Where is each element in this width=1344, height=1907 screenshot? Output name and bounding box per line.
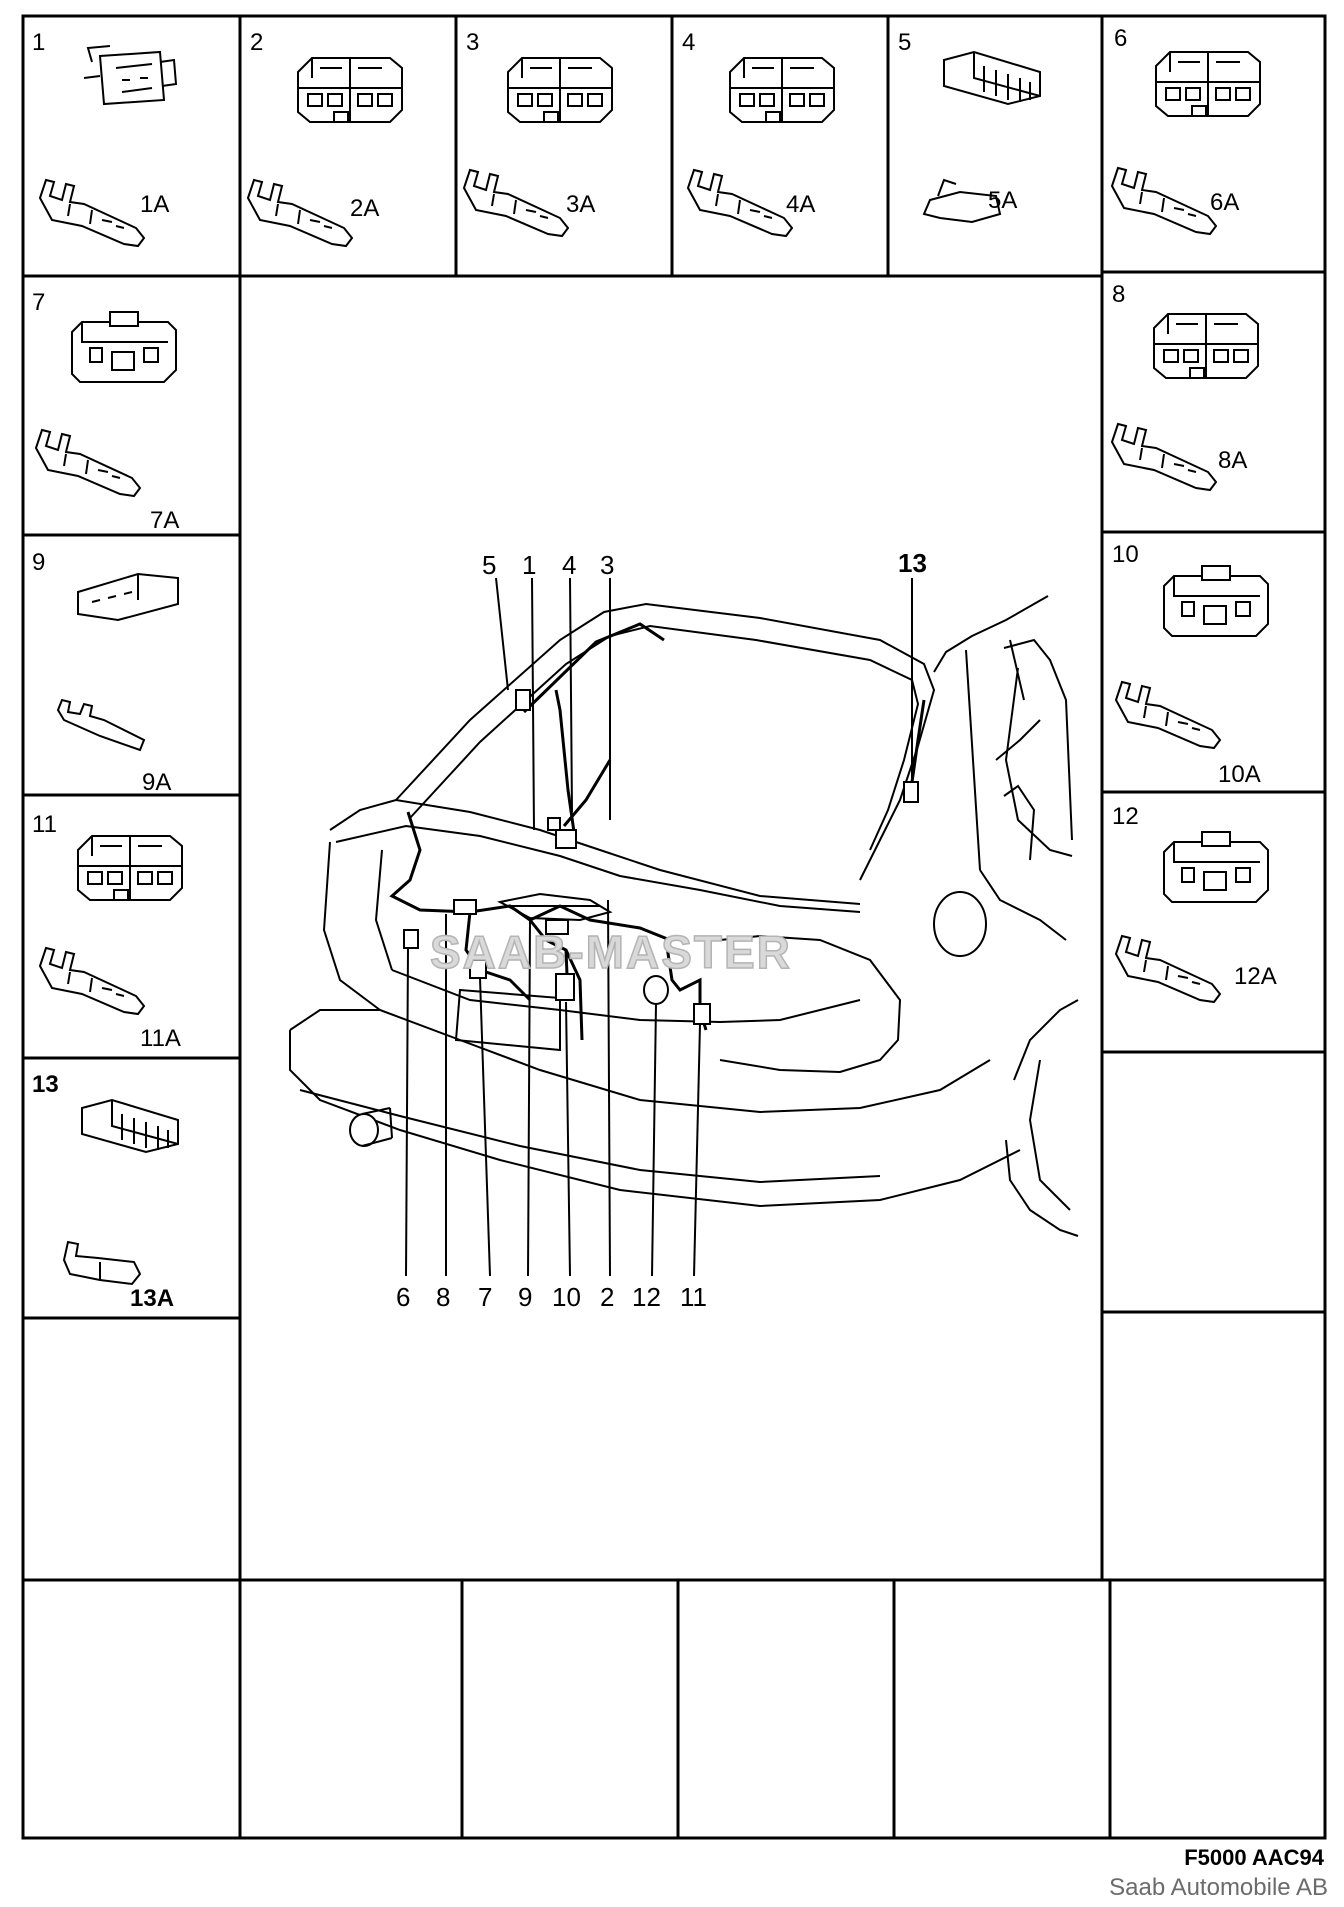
harness-connector-icon (903, 781, 919, 803)
part-panel-3: 3 3A (463, 29, 613, 237)
terminal-pin-icon (39, 947, 145, 1015)
panel-number: 10 (1112, 541, 1139, 568)
watermark: SAAB-MASTER (430, 926, 792, 978)
part-panel-10: 10 10A (1112, 541, 1269, 788)
terminal-label: 6A (1210, 189, 1239, 216)
callout-number: 9 (518, 1282, 532, 1312)
panel-number: 1 (32, 29, 45, 56)
terminal-pin-icon (687, 169, 793, 237)
panel-number: 12 (1112, 803, 1139, 830)
panel-number: 2 (250, 29, 263, 56)
callout-number: 12 (632, 1282, 661, 1312)
callout-labels-bottom: 6 8 7 9 10 2 12 11 (396, 1282, 707, 1312)
callout-number: 10 (552, 1282, 581, 1312)
connector-housing-icon (1153, 313, 1259, 379)
harness-connector-icon (469, 959, 487, 979)
connector-housing-icon (297, 57, 403, 123)
connector-housing-icon (81, 1099, 179, 1153)
terminal-label: 12A (1234, 963, 1277, 990)
connector-housing-icon (507, 57, 613, 123)
harness-connector-icon (453, 899, 477, 915)
terminal-pin-icon (1111, 167, 1217, 235)
harness-connector-icon (403, 929, 419, 949)
part-panel-11: 11 11A (32, 811, 183, 1052)
harness-connector-icon (515, 689, 531, 711)
terminal-pin-icon (922, 178, 1002, 224)
callout-number: 7 (478, 1282, 492, 1312)
harness-connector-icon (643, 975, 669, 1005)
callout-number: 5 (482, 550, 496, 580)
panel-number: 4 (682, 29, 695, 56)
terminal-pin-icon (1115, 681, 1221, 749)
terminal-pin-icon (62, 1240, 142, 1286)
terminal-label: 4A (786, 191, 815, 218)
panel-number: 5 (898, 29, 911, 56)
part-panel-2: 2 2A (247, 29, 403, 247)
part-panel-4: 4 4A (682, 29, 835, 237)
part-panel-7: 7 7A (32, 289, 179, 534)
terminal-pin-icon (56, 698, 146, 752)
panel-number: 3 (466, 29, 479, 56)
part-panel-8: 8 8A (1111, 281, 1259, 491)
harness-connector-icon (547, 817, 561, 831)
connector-housing-icon (77, 573, 179, 621)
terminal-label: 8A (1218, 447, 1247, 474)
terminal-label: 10A (1218, 761, 1261, 788)
terminal-label: 2A (350, 195, 379, 222)
connector-housing-icon (1155, 51, 1261, 117)
terminal-label: 3A (566, 191, 595, 218)
callout-labels-top: 5 1 4 3 13 (482, 548, 927, 580)
panel-number: 8 (1112, 281, 1125, 308)
terminal-pin-icon (39, 179, 145, 247)
terminal-pin-icon (247, 179, 353, 247)
terminal-pin-icon (1111, 423, 1217, 491)
connector-housing-icon (71, 311, 177, 383)
connector-housing-icon (729, 57, 835, 123)
connector-housing-icon (83, 45, 177, 105)
terminal-label: 9A (142, 769, 171, 796)
connector-housing-icon (1163, 831, 1269, 903)
harness-connector-icon (555, 973, 575, 1001)
terminal-label: 7A (150, 507, 179, 534)
callout-number: 2 (600, 1282, 614, 1312)
terminal-label: 11A (140, 1025, 181, 1052)
car-rear-illustration (289, 595, 1079, 1237)
callout-leaders (405, 577, 913, 1277)
callout-number: 6 (396, 1282, 410, 1312)
panel-number: 13 (32, 1071, 59, 1098)
callout-number: 1 (522, 550, 536, 580)
part-panel-5: 5 5A (898, 29, 1041, 224)
panel-number: 9 (32, 549, 45, 576)
copyright-text: Saab Automobile AB (1109, 1874, 1328, 1901)
part-panel-9: 9 9A (32, 549, 179, 796)
callout-number: 13 (898, 548, 927, 578)
callout-number: 8 (436, 1282, 450, 1312)
part-panel-12: 12 12A (1112, 803, 1277, 1003)
callout-number: 4 (562, 550, 576, 580)
panel-number: 6 (1114, 25, 1127, 52)
connector-housing-icon (77, 835, 183, 901)
terminal-label: 13A (130, 1285, 174, 1312)
connector-housing-icon (943, 51, 1041, 105)
part-panel-6: 6 6A (1111, 25, 1261, 235)
connector-housing-icon (1163, 565, 1269, 637)
harness-connector-icon (555, 829, 577, 849)
terminal-label: 5A (988, 187, 1017, 214)
harness-connector-icon (693, 1003, 711, 1025)
figure-code: F5000 AAC94 (1184, 1845, 1324, 1870)
part-panel-13: 13 13A (32, 1071, 179, 1312)
grid-frame (21, 14, 1327, 1840)
panel-number: 7 (32, 289, 45, 316)
terminal-pin-icon (35, 429, 141, 497)
callout-number: 3 (600, 550, 614, 580)
callout-number: 11 (680, 1282, 707, 1312)
part-panel-1: 1 1A (32, 29, 177, 247)
terminal-pin-icon (1115, 935, 1221, 1003)
terminal-pin-icon (463, 169, 569, 237)
terminal-label: 1A (140, 191, 169, 218)
panel-number: 11 (32, 811, 57, 838)
